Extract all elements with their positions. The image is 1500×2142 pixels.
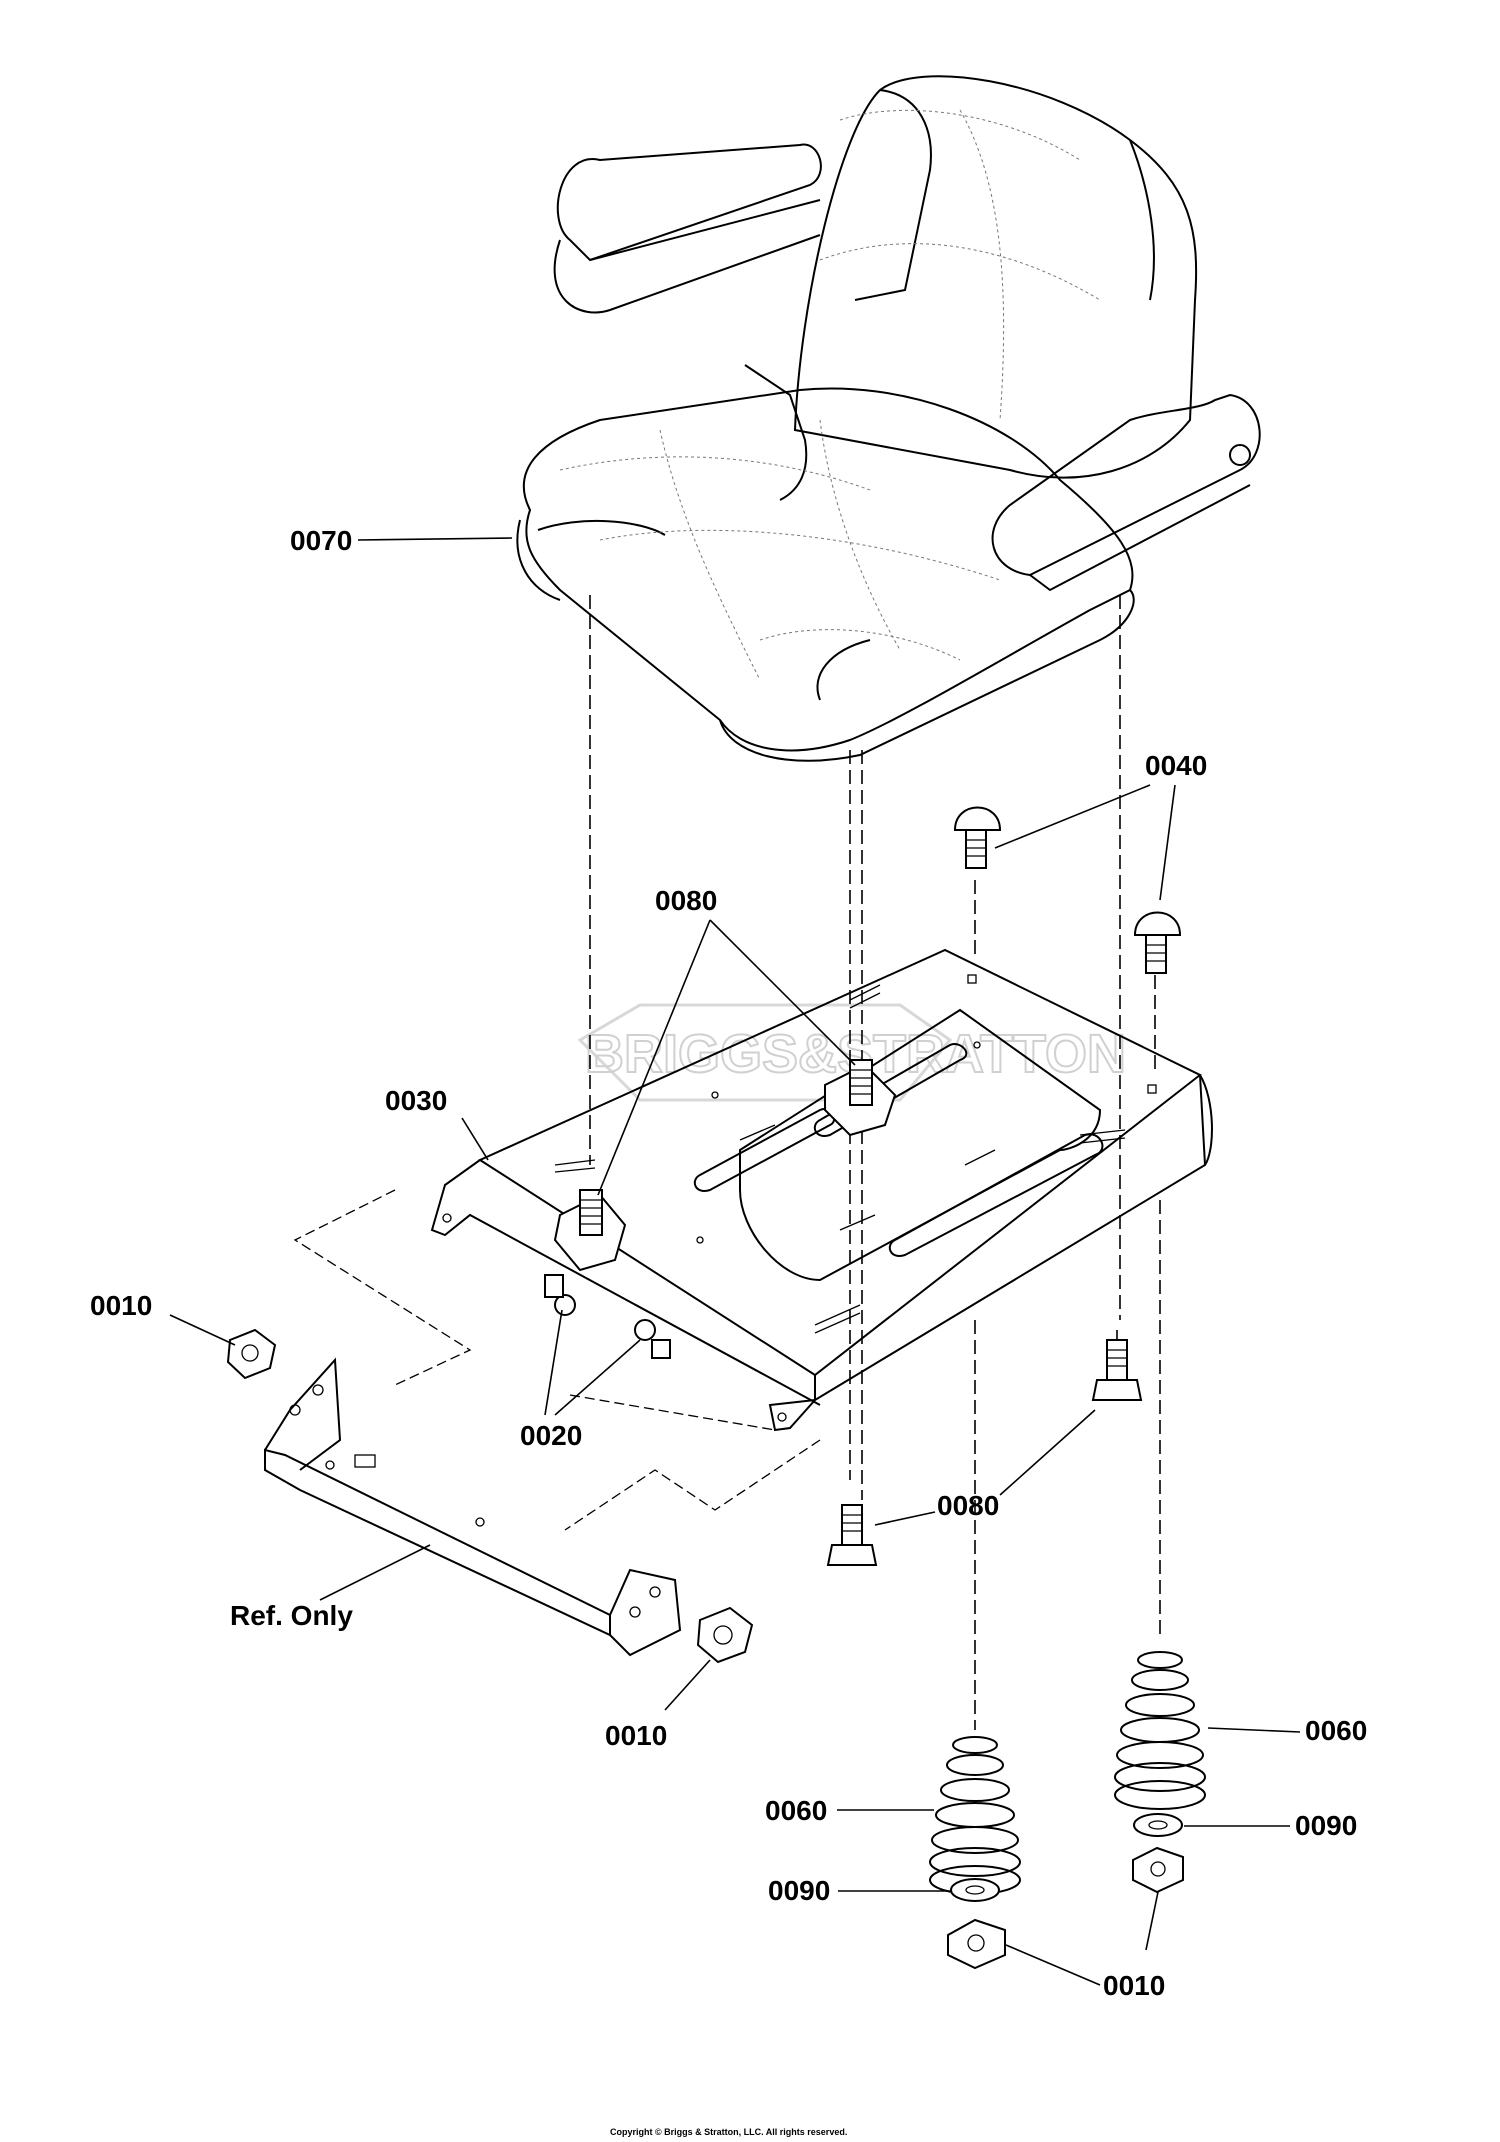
callout-0010-bottom: 0010 <box>1103 1970 1165 2001</box>
callout-0010-mid: 0010 <box>605 1720 667 1751</box>
callout-0060-right: 0060 <box>1305 1715 1367 1746</box>
flange-bolt-icon <box>553 1059 897 1272</box>
flange-bolt-bottom-icon <box>826 1339 1143 1566</box>
alignment-lines <box>589 595 1161 1730</box>
callout-0030: 0030 <box>385 1085 447 1116</box>
flange-nut-icon <box>226 1328 1184 1970</box>
copyright-text: Copyright © Briggs & Stratton, LLC. All … <box>610 2127 847 2137</box>
callout-0010-left: 0010 <box>90 1290 152 1321</box>
shoulder-bolt-icon <box>544 1274 671 1359</box>
carriage-bolt-icon <box>953 806 1182 974</box>
callout-0020: 0020 <box>520 1420 582 1451</box>
seat-base-plate-icon <box>430 948 1213 1432</box>
callout-0080-top: 0080 <box>655 885 717 916</box>
callout-0040: 0040 <box>1145 750 1207 781</box>
callout-ref-only: Ref. Only <box>230 1600 353 1631</box>
mounting-bracket-icon <box>264 1357 682 1657</box>
callout-0090-right: 0090 <box>1295 1810 1357 1841</box>
callout-0090-left: 0090 <box>768 1875 830 1906</box>
callout-0070: 0070 <box>290 525 352 556</box>
callout-0080-bottom: 0080 <box>937 1490 999 1521</box>
washer-icon <box>950 1813 1183 1902</box>
callout-0060-left: 0060 <box>765 1795 827 1826</box>
conical-spring-icon <box>929 1651 1206 1895</box>
seat-icon <box>516 75 1261 762</box>
